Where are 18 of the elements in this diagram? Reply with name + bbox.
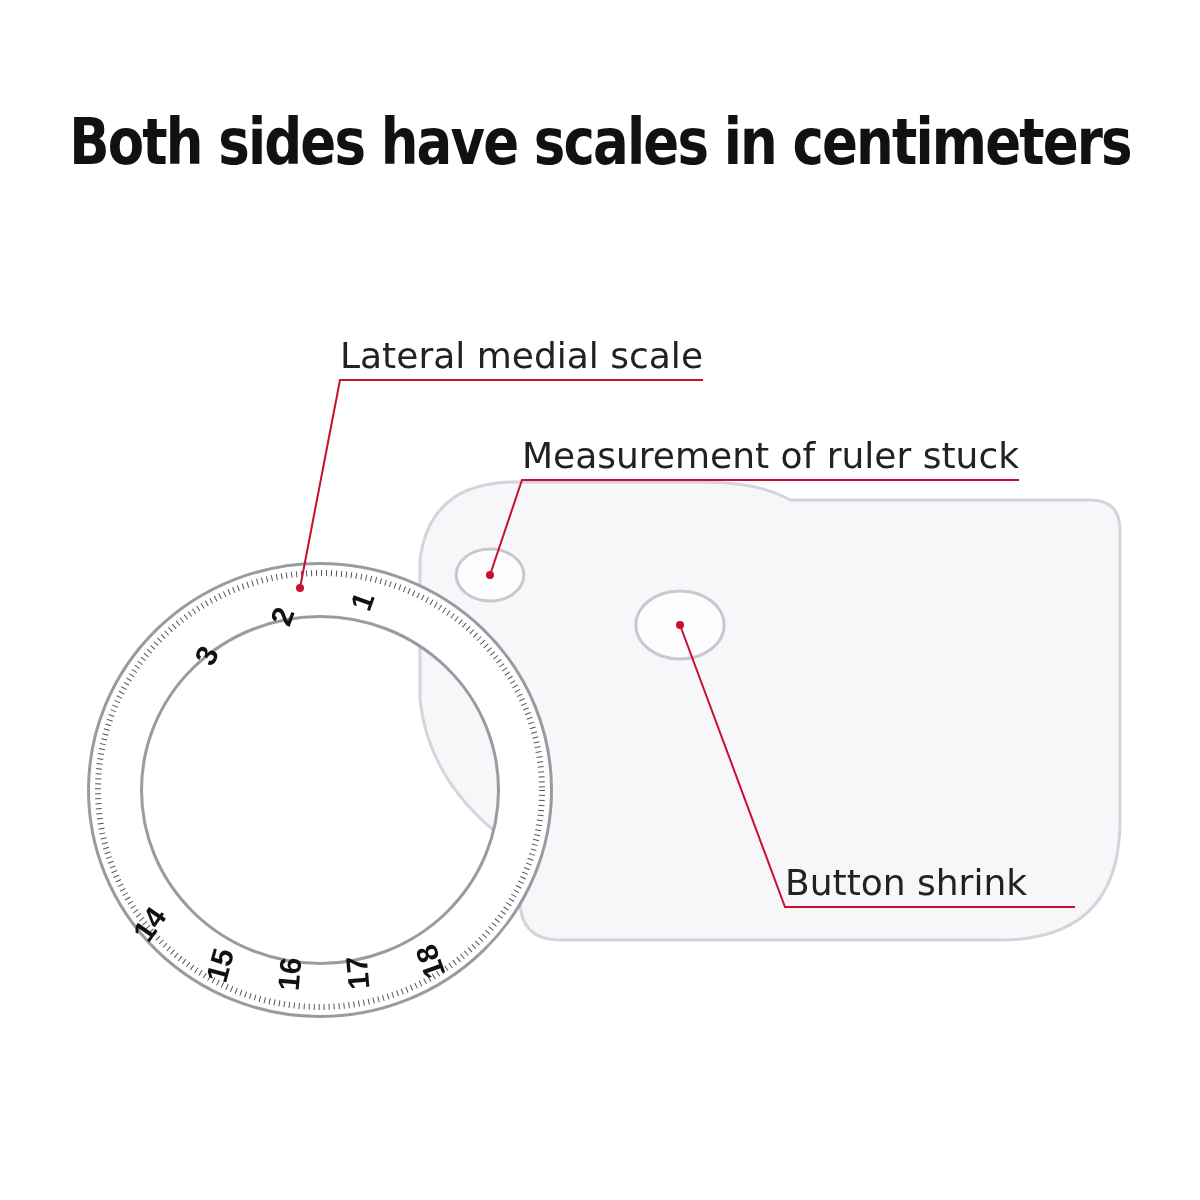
tape-number: 1 — [343, 587, 381, 615]
measuring-tape — [87, 562, 553, 1018]
callout-label: Measurement of ruler stuck — [522, 435, 1020, 476]
tape-number: 16 — [271, 956, 308, 993]
retract-button — [634, 589, 726, 661]
callout-label: Button shrink — [785, 862, 1028, 903]
leader-line — [296, 379, 705, 592]
lock-button — [454, 547, 526, 603]
tape-number: 17 — [339, 954, 376, 991]
tape-number: 14 — [126, 900, 173, 948]
leader-line — [486, 479, 1021, 579]
title: Both sides have scales in centimeters — [68, 105, 1132, 179]
tape-number: 18 — [408, 940, 452, 983]
tape-number: 3 — [188, 641, 225, 671]
tape-number: 15 — [199, 944, 241, 986]
callout-label: Lateral medial scale — [340, 335, 704, 376]
tape-number: 2 — [263, 602, 301, 630]
leader-line — [676, 621, 1076, 908]
